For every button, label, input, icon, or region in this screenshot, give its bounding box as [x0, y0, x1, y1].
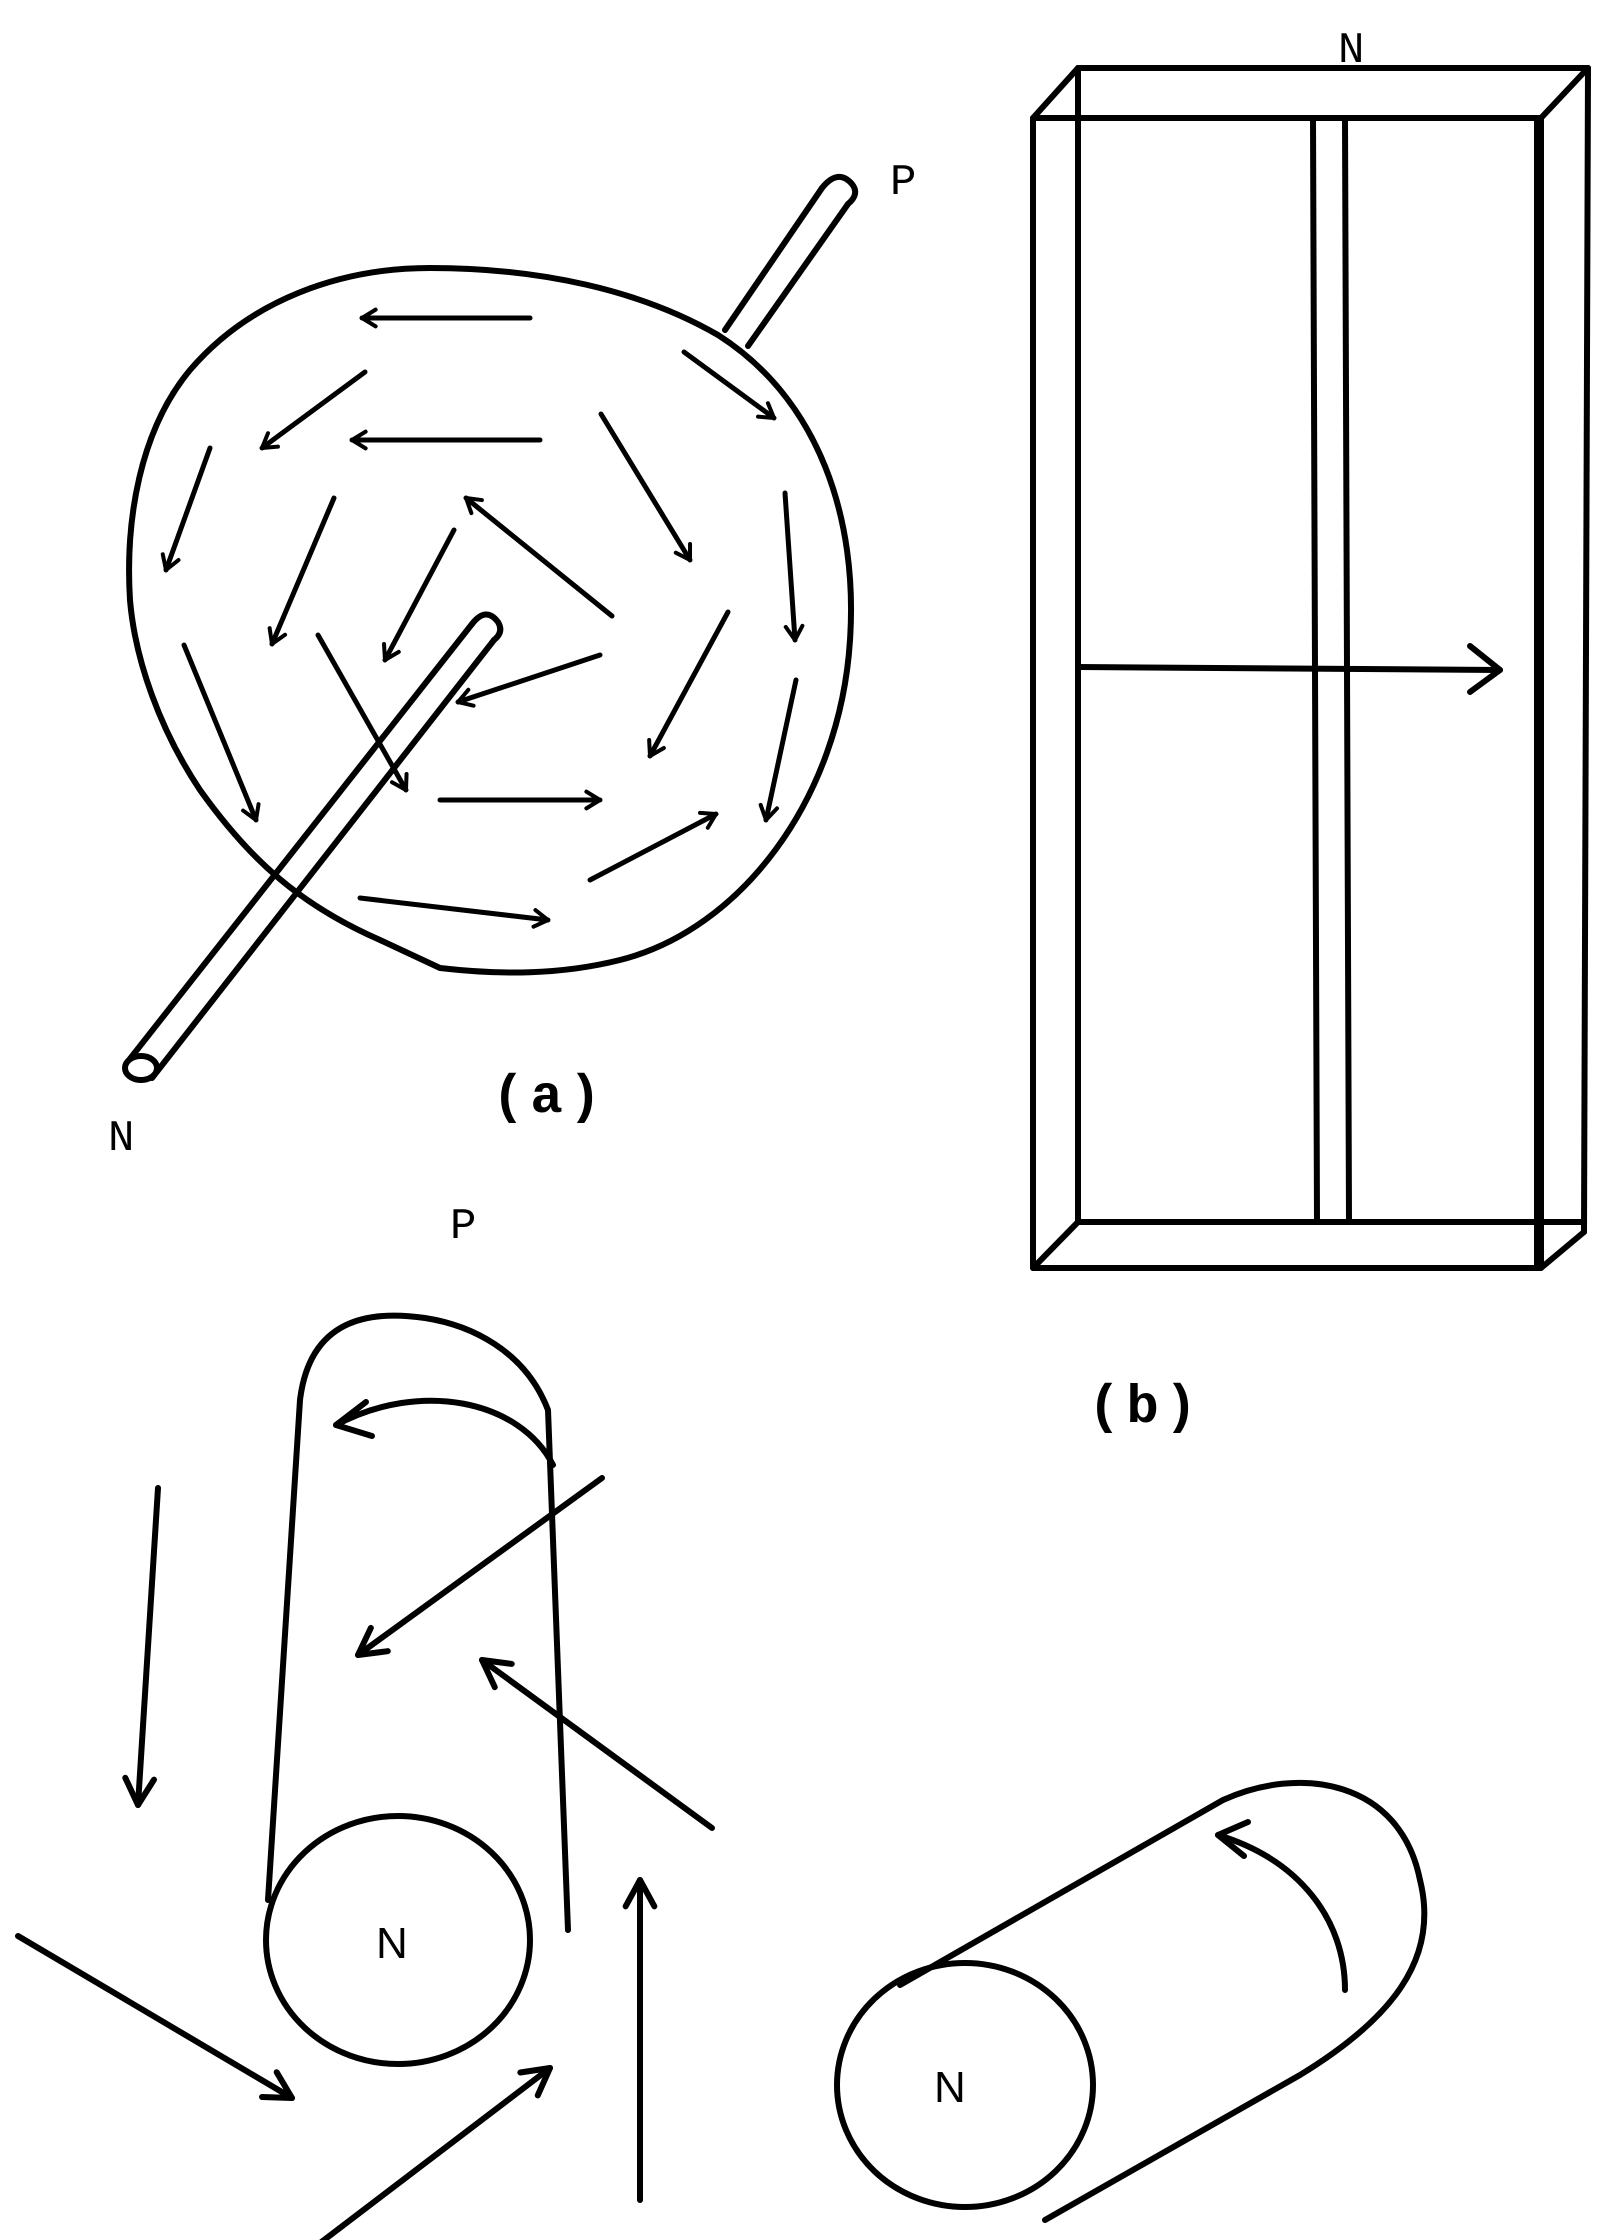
- field-arrowhead: [456, 687, 476, 708]
- field-arrowhead: [647, 738, 666, 758]
- panel-c-label-p: P: [450, 1202, 476, 1252]
- field-arrowhead: [622, 1877, 658, 1910]
- field-arrowhead: [382, 642, 401, 662]
- disk-field-arrows: [160, 307, 805, 929]
- panel-c-label-n-right: N: [934, 2063, 966, 2112]
- field-arrowhead: [698, 810, 718, 830]
- panel-b-caption: (b): [1088, 1378, 1203, 1439]
- field-arrowhead: [389, 772, 409, 792]
- field-arrowhead: [122, 1774, 158, 1808]
- field-arrow: [681, 349, 777, 421]
- field-arrowhead: [241, 802, 261, 822]
- field-arrowhead: [531, 908, 550, 929]
- field-arrowhead: [350, 429, 368, 451]
- tilted-cylinder: [834, 1779, 1428, 2223]
- field-arrowhead: [584, 789, 602, 811]
- field-arrow: [598, 411, 693, 563]
- panel-b: N (b): [1030, 26, 1591, 1439]
- field-arrow: [763, 677, 799, 823]
- panel-b-label-n: N: [1338, 26, 1364, 76]
- field-arrow: [479, 1657, 715, 1831]
- field-arrowhead: [479, 1657, 515, 1691]
- field-arrow: [181, 642, 259, 823]
- field-arrow: [355, 1475, 605, 1658]
- panel-a-caption: (a): [492, 1068, 607, 1129]
- panel-a: P N (a): [108, 158, 916, 1164]
- field-arrowhead: [260, 431, 280, 450]
- field-arrow: [15, 1933, 295, 2101]
- field-arrow: [463, 495, 615, 619]
- field-arrowhead: [673, 542, 693, 562]
- field-arrowhead: [267, 626, 288, 646]
- field-arrow: [357, 895, 551, 923]
- vertical-cylinder-end: [263, 1813, 533, 2067]
- tilted-cylinder-end: [834, 1960, 1096, 2210]
- panel-a-label-n: N: [108, 1114, 134, 1164]
- field-arrow: [382, 527, 457, 663]
- field-arrow: [135, 1485, 161, 1808]
- field-arrow: [269, 495, 337, 647]
- disk-outline: [126, 265, 855, 976]
- rod-p-side: [722, 174, 859, 349]
- cylinder-field-arrows: [15, 1475, 715, 2240]
- field-arrowhead: [517, 2065, 553, 2099]
- field-arrow: [259, 369, 368, 451]
- vertical-cylinder: [263, 1312, 571, 2067]
- field-arrow: [315, 632, 409, 793]
- slab-box: [1030, 65, 1591, 1271]
- field-arrowhead: [360, 307, 378, 329]
- field-arrowhead: [160, 552, 181, 572]
- panel-c: P N N: [15, 1202, 1428, 2240]
- field-arrowhead: [756, 401, 776, 420]
- field-arrow-b: [1075, 643, 1503, 695]
- panel-c-label-n-left: N: [376, 1919, 408, 1968]
- field-arrow: [587, 811, 719, 883]
- field-arrowhead: [259, 2069, 295, 2101]
- field-arrowhead: [758, 802, 780, 822]
- field-arrow: [319, 2065, 553, 2240]
- field-arrowhead: [783, 623, 805, 642]
- field-arrowhead: [464, 496, 484, 516]
- field-arrowhead: [355, 1624, 391, 1658]
- field-arrow: [455, 652, 603, 705]
- field-arrow: [647, 609, 731, 759]
- panel-a-label-p: P: [890, 158, 916, 208]
- rod-n-side: [122, 611, 504, 1083]
- field-arrow: [163, 445, 213, 573]
- field-arrow: [782, 490, 798, 643]
